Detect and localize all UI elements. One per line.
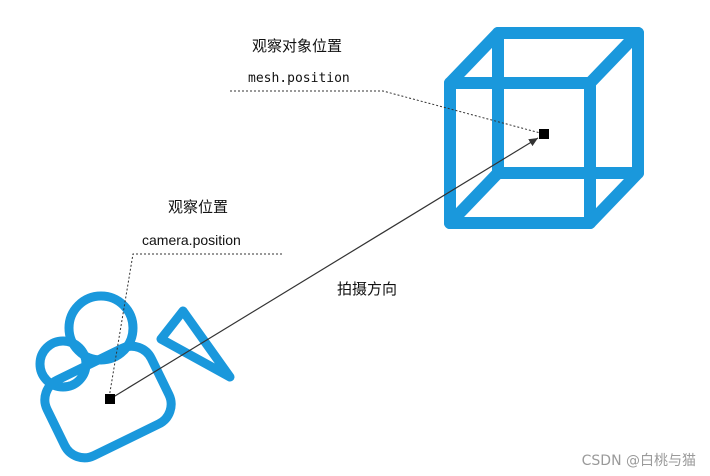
target-position-label: 观察对象位置	[252, 37, 342, 55]
camera-leader-line	[108, 253, 282, 399]
camera-position-label: 观察位置	[168, 198, 228, 216]
watermark-text: CSDN @白桃与猫	[582, 453, 696, 469]
shoot-direction-arrow	[109, 137, 539, 400]
target-position-code-label: mesh.position	[248, 71, 350, 86]
camera-position-code-label: camera.position	[142, 232, 241, 248]
shoot-direction-label: 拍摄方向	[337, 280, 397, 298]
cube-icon	[444, 27, 644, 229]
camera-point-marker	[105, 394, 115, 404]
camera-icon	[35, 291, 235, 463]
target-leader-line	[230, 90, 545, 135]
target-point-marker	[539, 129, 549, 139]
